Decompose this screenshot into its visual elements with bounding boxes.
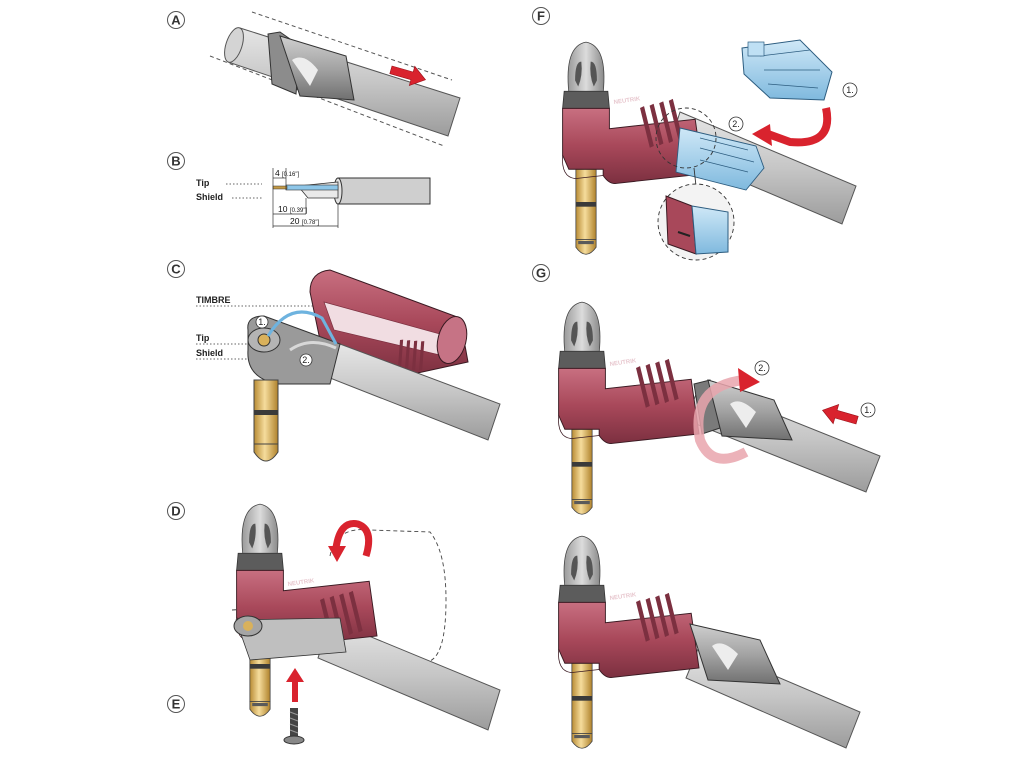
step-f-letter: F: [537, 9, 545, 24]
step-f-detail-magnifier: [657, 183, 735, 261]
step-a-letter: A: [171, 13, 181, 28]
strip-dimensions: 4 [0.16"] 10 [0.39"] 20 [0.78"]: [272, 168, 339, 228]
step-b-marker: B: [167, 152, 185, 170]
wire-label-shield: Shield: [196, 348, 223, 358]
final-assembly-panel: NEUTRIK: [557, 535, 861, 749]
step-e-panel: E: [167, 695, 185, 713]
step-a-marker: A: [167, 11, 185, 29]
step-f-chuck-loose: [741, 39, 833, 101]
step-c-marker: C: [167, 260, 185, 278]
final-plug-body: [557, 535, 700, 749]
dim-tip-strip: 4: [275, 168, 280, 178]
step-d-rotate-arrow: [328, 520, 373, 562]
svg-text:2.: 2.: [732, 119, 740, 129]
step-f-chuck-inserted: [675, 127, 765, 191]
step-g-callout-2: 2.: [754, 360, 770, 376]
step-g-rotate-arrow: [693, 368, 760, 464]
final-boot: [689, 623, 781, 685]
svg-text:2.: 2.: [302, 355, 310, 365]
dim-jacket-strip-inches: [0.78"]: [302, 220, 319, 226]
svg-text:2.: 2.: [758, 363, 766, 373]
step-f-brand-neutrik: NEUTRIK: [613, 96, 641, 106]
dim-shield-strip: 10: [278, 204, 288, 214]
step-a-strain-relief-boot: [267, 31, 355, 101]
step-d-letter: D: [171, 504, 180, 519]
step-e-screw: [283, 708, 305, 745]
step-f-panel: F NEUTRIK 1. 2.: [532, 7, 858, 261]
wire-label-tip: Tip: [196, 333, 210, 343]
step-f-insert-arrow: [752, 107, 832, 147]
step-g-callout-1: 1.: [860, 402, 876, 418]
step-f-callout-1: 1.: [842, 82, 858, 98]
final-brand-neutrik: NEUTRIK: [609, 592, 637, 602]
step-c-letter: C: [171, 262, 181, 277]
step-b-letter: B: [171, 154, 180, 169]
step-c-panel: C TIMBRE Tip Shield 1.: [167, 260, 501, 462]
step-d-marker: D: [167, 502, 185, 520]
step-g-panel: G NEUTRIK 1. 2.: [532, 264, 881, 515]
step-b-panel: B Tip Shield 4 [0.16"] 10 [0.39"] 20: [167, 152, 431, 228]
dim-jacket-strip: 20: [290, 216, 300, 226]
step-g-marker: G: [532, 264, 550, 282]
step-c-callout-1: 1.: [255, 315, 269, 329]
step-c-plug-pin: [253, 379, 279, 462]
svg-text:1.: 1.: [258, 317, 266, 327]
dim-tip-strip-inches: [0.16"]: [282, 172, 299, 178]
step-g-plug-body: [557, 301, 700, 515]
step-d-panel: D NEUTRIK: [167, 502, 501, 745]
dim-shield-strip-inches: [0.39"]: [290, 208, 307, 214]
step-b-stripped-cable: [272, 177, 431, 205]
svg-text:1.: 1.: [846, 85, 854, 95]
strip-label-tip: Tip: [196, 178, 210, 188]
svg-text:1.: 1.: [864, 405, 872, 415]
step-g-boot: [693, 379, 793, 441]
step-f-marker: F: [532, 7, 550, 25]
step-g-letter: G: [536, 266, 546, 281]
step-d-brand-neutrik: NEUTRIK: [287, 578, 315, 588]
wire-label-timbre: TIMBRE: [196, 295, 231, 305]
step-g-push-arrow: [819, 400, 861, 431]
strip-label-shield: Shield: [196, 192, 223, 202]
step-g-brand-neutrik: NEUTRIK: [609, 358, 637, 368]
step-e-marker: E: [167, 695, 185, 713]
step-e-letter: E: [172, 697, 181, 712]
step-e-screw-arrow: [286, 668, 304, 702]
step-a-panel: A: [167, 11, 461, 147]
step-f-callout-2: 2.: [728, 116, 744, 132]
step-c-callout-2: 2.: [299, 353, 313, 367]
